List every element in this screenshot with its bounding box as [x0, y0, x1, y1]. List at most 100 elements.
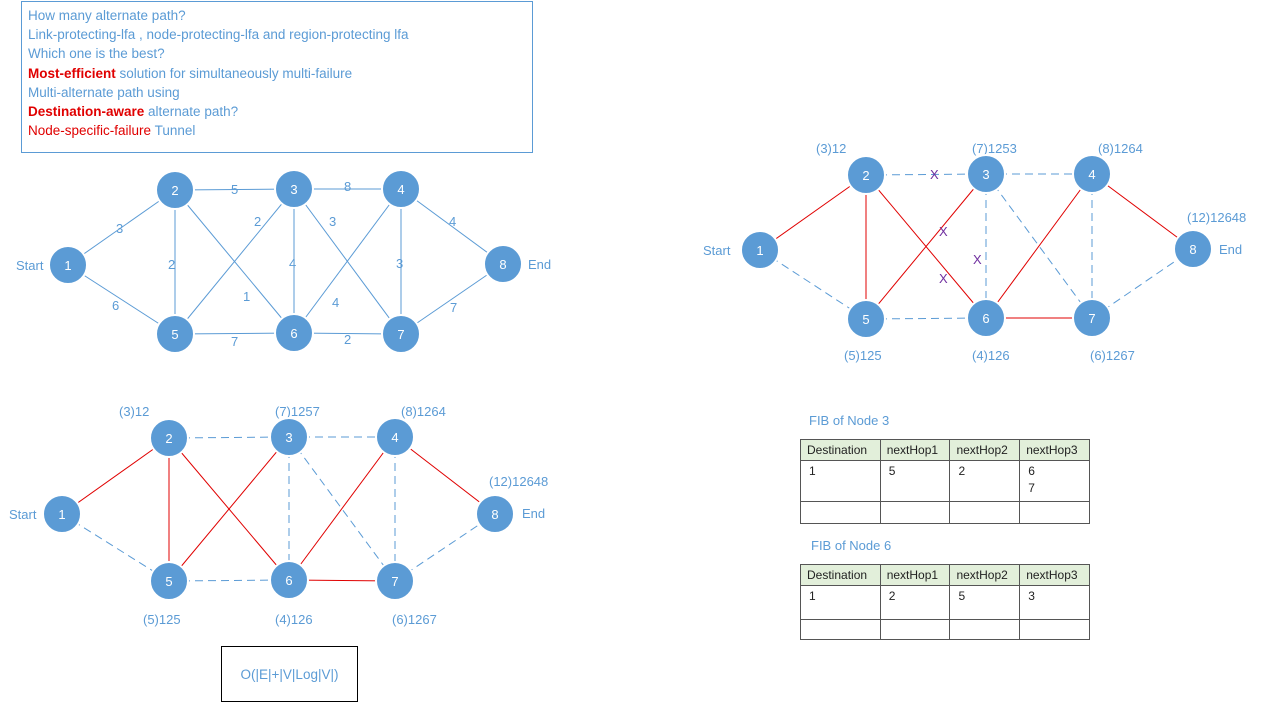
g1-weight-3-7: 3	[329, 214, 336, 229]
fib3-header-nexthop2: nextHop2	[949, 439, 1021, 461]
svg-text:1: 1	[756, 243, 763, 258]
g3-edge-2-3	[865, 173, 987, 176]
g1-edge-3-5	[174, 188, 295, 335]
g3-node-3: 3	[966, 154, 1006, 194]
g1-weight-4-7: 3	[396, 256, 403, 271]
g3-edge-5-6	[865, 317, 987, 320]
g2-node-2: 2	[149, 418, 189, 458]
g1-weight-2-3: 5	[231, 182, 238, 197]
svg-text:8: 8	[499, 257, 506, 272]
fib6-cell-destination: 1	[800, 585, 881, 620]
g2-path-label-7: (6)1267	[392, 612, 437, 627]
g3-failure-mark-3-6: X	[973, 252, 982, 267]
g3-path-label-6: (4)126	[972, 348, 1010, 363]
g2-edge-1-2	[61, 437, 170, 515]
g1-weight-3-6: 4	[289, 256, 296, 271]
g1-weight-4-8: 4	[449, 214, 456, 229]
note-line-7: Node-specific-failure Tunnel	[28, 121, 532, 140]
g3-node-7: 7	[1072, 298, 1112, 338]
g3-edge-7-8	[1091, 248, 1194, 319]
fib6-header-destination: Destination	[800, 564, 881, 586]
g1-node-8: 8	[483, 244, 523, 284]
g1-edge-4-6	[293, 188, 402, 334]
g3-path-label-2: (3)12	[816, 141, 846, 156]
g2-node-4: 4	[375, 417, 415, 457]
fib6-header-nexthop2: nextHop2	[949, 564, 1021, 586]
g1-node-6: 6	[274, 313, 314, 353]
g3-node-2: 2	[846, 155, 886, 195]
svg-text:4: 4	[1088, 167, 1095, 182]
fib3-header-nexthop3: nextHop3	[1019, 439, 1090, 461]
fib3-header-nexthop1: nextHop1	[879, 439, 951, 461]
g1-weight-1-2: 3	[116, 221, 123, 236]
g1-node-7: 7	[381, 314, 421, 354]
g3-node-4: 4	[1072, 154, 1112, 194]
g2-edge-2-3	[168, 436, 290, 439]
g2-edge-3-5	[168, 436, 290, 582]
svg-text:6: 6	[290, 326, 297, 341]
svg-text:6: 6	[285, 573, 292, 588]
fib6-empty-cell	[879, 619, 951, 640]
fib6-header-nexthop1: nextHop1	[879, 564, 951, 586]
svg-text:4: 4	[391, 430, 398, 445]
fib6-cell-nexthop1: 2	[879, 585, 951, 620]
fib6-header-row: Destination nextHop1 nextHop2 nextHop3	[800, 564, 1090, 586]
g3-edge-3-7	[985, 173, 1093, 319]
note-line-2: Link-protecting-lfa , node-protecting-lf…	[28, 27, 409, 43]
svg-text:7: 7	[1088, 311, 1095, 326]
g3-failure-mark-2-6: X	[939, 271, 948, 286]
fib6-cell-nexthop3: 3	[1019, 585, 1090, 620]
graph-tree-bottom: Start End (3)12 (7)1257 (8)1264 (12)1264…	[9, 404, 548, 627]
g2-node-6: 6	[269, 560, 309, 600]
fib3-header-row: Destination nextHop1 nextHop2 nextHop3	[800, 439, 1090, 461]
svg-text:7: 7	[391, 574, 398, 589]
note-line-7-rest: Tunnel	[151, 123, 196, 139]
graph-weighted: 3 6 5 2 1 8 2 4 3 4 3 4 7 2 7 Start End …	[16, 169, 551, 354]
fib3-table: Destination nextHop1 nextHop2 nextHop3 1…	[800, 439, 1090, 524]
g2-node-8: 8	[475, 494, 515, 534]
svg-text:5: 5	[862, 312, 869, 327]
g3-end-label: End	[1219, 242, 1242, 257]
note-line-6: Destination-aware alternate path?	[28, 102, 532, 121]
complexity-box: O(|E|+|V|Log|V|)	[221, 646, 358, 702]
svg-text:2: 2	[171, 183, 178, 198]
g3-path-label-3: (7)1253	[972, 141, 1017, 156]
g3-node-8: 8	[1173, 229, 1213, 269]
svg-text:8: 8	[491, 507, 498, 522]
g1-edge-4-8	[400, 188, 504, 265]
g1-weight-2-5: 2	[168, 257, 175, 272]
note-line-1: How many alternate path?	[28, 8, 186, 23]
svg-text:1: 1	[58, 507, 65, 522]
g1-weight-7-8: 7	[450, 300, 457, 315]
g2-path-label-2: (3)12	[119, 404, 149, 419]
note-line-4: Most-efficient solution for simultaneous…	[28, 64, 532, 83]
note-line-3: Which one is the best?	[28, 46, 165, 62]
g3-failure-mark-2-3: X	[930, 167, 939, 182]
svg-text:8: 8	[1189, 242, 1196, 257]
g3-edge-1-5	[759, 249, 867, 320]
note-line-5: Multi-alternate path using	[28, 84, 180, 100]
g3-path-label-8: (12)12648	[1187, 210, 1246, 225]
table-row	[800, 501, 1090, 524]
g2-path-label-6: (4)126	[275, 612, 313, 627]
notes-box: How many alternate path? Link-protecting…	[21, 1, 533, 153]
g2-edge-4-6	[288, 436, 396, 581]
svg-text:1: 1	[64, 258, 71, 273]
g2-edge-4-8	[394, 436, 496, 515]
svg-text:6: 6	[982, 311, 989, 326]
fib3-empty-cell	[949, 501, 1021, 524]
g3-edge-4-8	[1091, 173, 1194, 250]
g1-node-5: 5	[155, 314, 195, 354]
g2-start-label: Start	[9, 507, 37, 522]
svg-text:7: 7	[397, 327, 404, 342]
note-line-6-rest: alternate path?	[144, 104, 239, 120]
note-most-efficient: Most-efficient	[28, 65, 116, 81]
svg-text:3: 3	[290, 182, 297, 197]
g1-node-1: 1	[48, 245, 88, 285]
fib6-title: FIB of Node 6	[811, 538, 892, 553]
fib6-header-nexthop3: nextHop3	[1019, 564, 1090, 586]
fib3-cell-nexthop2: 2	[949, 460, 1021, 502]
g1-weight-3-5: 2	[254, 214, 261, 229]
g2-edge-1-5	[61, 513, 170, 582]
